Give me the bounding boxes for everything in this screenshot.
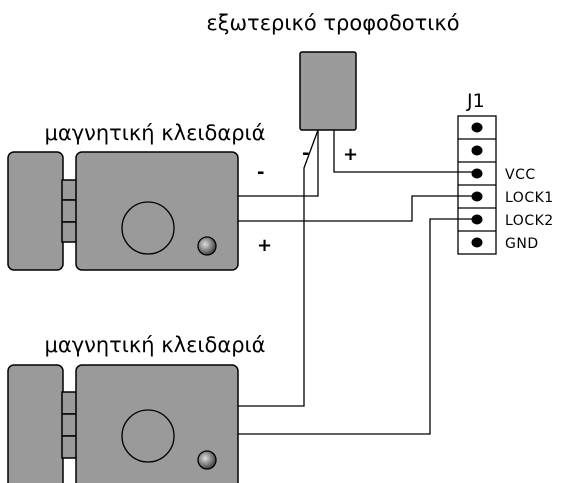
- wire-lock1: [238, 195, 478, 222]
- power-supply-body: [299, 51, 357, 131]
- lock-bottom-plate: [121, 409, 175, 463]
- power-supply-minus-sign: -: [302, 143, 309, 164]
- connector-pin-2: [471, 145, 483, 156]
- pin-label-vcc: VCC: [505, 167, 536, 183]
- lock-top-label: μαγνητική κλειδαριά: [44, 121, 265, 145]
- lock-bottom-armature: [7, 364, 64, 483]
- connector-pins: [458, 122, 496, 248]
- pin-label-gnd: GND: [505, 236, 539, 252]
- pin-label-lock1: LOCK1: [505, 190, 554, 206]
- lock-bottom-body: [75, 364, 239, 483]
- magnetic-lock-bottom: μαγνητική κλειδαριά: [7, 333, 266, 483]
- connector-pin-6: [471, 237, 483, 248]
- lock-top-plate: [121, 201, 175, 255]
- connector-name: J1: [466, 90, 485, 112]
- lock-top-minus-sign: -: [257, 162, 264, 183]
- lock-top-led: [197, 236, 217, 256]
- power-supply-label: εξωτερικό τροφοδοτικό: [206, 11, 459, 35]
- wires: [238, 129, 478, 435]
- wire-psu-minus-top-lock: [238, 130, 319, 197]
- pin-label-lock2: LOCK2: [505, 213, 554, 229]
- power-supply-plus-sign: +: [343, 144, 358, 165]
- lock-top-armature: [7, 151, 64, 271]
- power-supply: εξωτερικό τροφοδοτικό - +: [206, 11, 459, 165]
- wire-psu-minus-bottom-lock: [238, 129, 319, 407]
- lock-bottom-label: μαγνητική κλειδαριά: [44, 333, 265, 357]
- magnetic-lock-top: μαγνητική κλειδαριά - +: [7, 121, 272, 271]
- lock-bottom-led: [197, 450, 217, 470]
- wire-lock2: [238, 218, 478, 435]
- connector-pin-3: [471, 168, 483, 179]
- lock-top-plus-sign: +: [257, 235, 272, 256]
- wire-vcc: [333, 130, 478, 173]
- connector-j1: J1 VCC LOCK1 LOCK2 GND: [457, 90, 554, 255]
- connector-pin-1: [471, 122, 483, 133]
- lock-top-body: [75, 151, 239, 271]
